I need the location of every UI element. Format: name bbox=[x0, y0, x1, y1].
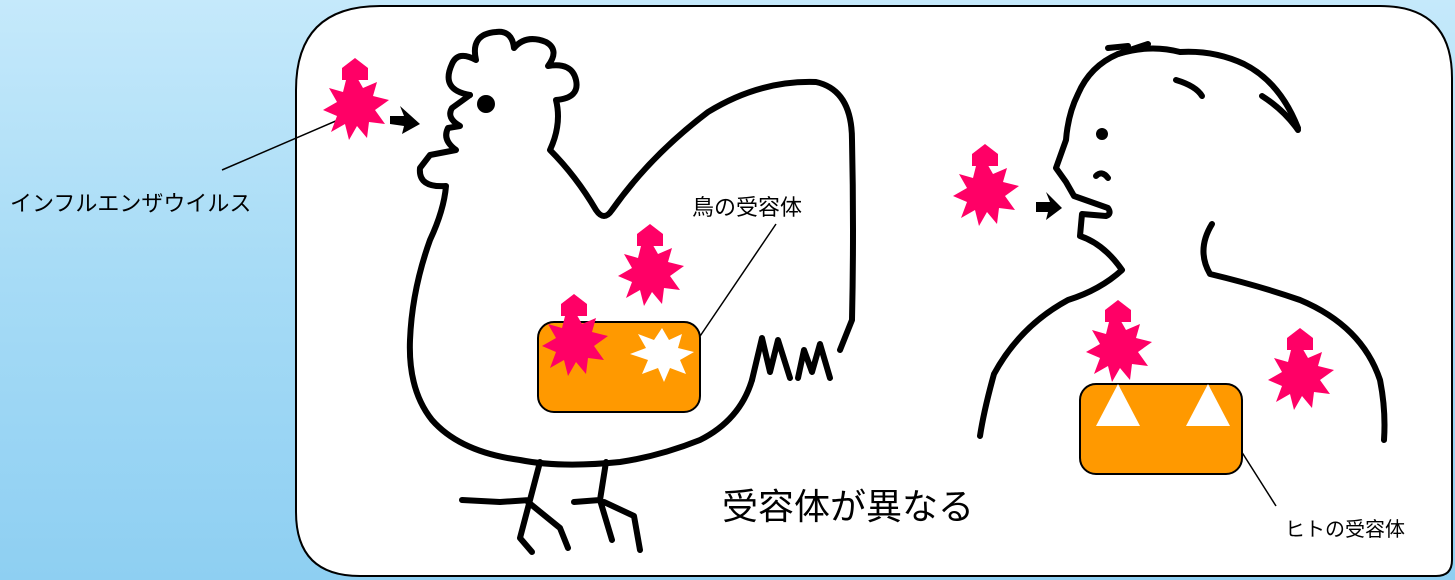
human-receptor-box bbox=[1079, 383, 1243, 475]
virus-label: インフルエンザウイルス bbox=[10, 192, 252, 217]
bird-receptor-leader-line bbox=[691, 223, 777, 349]
caption-text: 受容体が異なる bbox=[722, 487, 975, 528]
arrow-to-human-icon bbox=[1036, 192, 1062, 220]
chicken-illustration bbox=[406, 28, 856, 555]
bird-receptor-label: 鳥の受容体 bbox=[692, 196, 803, 221]
chicken-eye bbox=[477, 95, 495, 113]
human-receptor-shape bbox=[1186, 384, 1230, 426]
arrow-to-chicken-icon bbox=[390, 106, 420, 134]
human-receptor-label: ヒトの受容体 bbox=[1285, 517, 1405, 541]
human-eye bbox=[1096, 128, 1108, 140]
virus-leader-line bbox=[221, 113, 353, 171]
human-receptor-shape bbox=[1096, 384, 1140, 426]
human-illustration bbox=[977, 41, 1388, 443]
